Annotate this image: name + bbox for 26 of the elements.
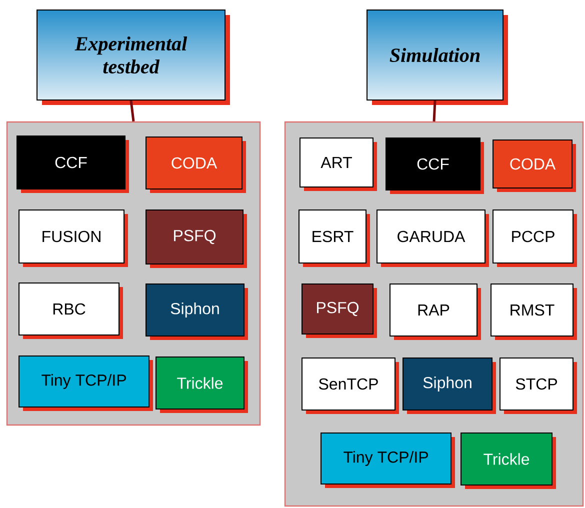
protocol-box: ESRT [298, 210, 370, 267]
connector-line [432, 100, 436, 122]
protocol-box: ART [300, 138, 377, 191]
protocol-box: CCF [386, 138, 484, 194]
protocol-box: Tiny TCP/IP [320, 432, 455, 488]
protocol-box: Trickle [156, 356, 248, 413]
protocol-box: Tiny TCP/IP [18, 356, 153, 411]
protocol-box: Siphon [146, 284, 248, 340]
protocol-box: PSFQ [302, 284, 377, 338]
connector-line [130, 100, 135, 122]
protocol-box: FUSION [18, 210, 128, 267]
protocol-box: CCF [16, 136, 129, 193]
protocol-box: RAP [390, 284, 481, 340]
protocol-box: RBC [18, 282, 123, 339]
protocol-box: GARUDA [376, 210, 489, 267]
protocol-box: RMST [490, 284, 577, 340]
heading-box: Experimental testbed [36, 10, 230, 105]
protocol-box: PSFQ [146, 210, 247, 268]
protocol-box: Siphon [402, 358, 496, 414]
protocol-box: Trickle [460, 432, 556, 489]
protocol-box: STCP [500, 358, 577, 414]
protocol-box: PCCP [492, 210, 577, 267]
protocol-box: CODA [146, 136, 246, 193]
protocol-box: CODA [492, 140, 576, 192]
protocol-box: SenTCP [302, 358, 399, 414]
heading-box: Simulation [366, 10, 508, 105]
